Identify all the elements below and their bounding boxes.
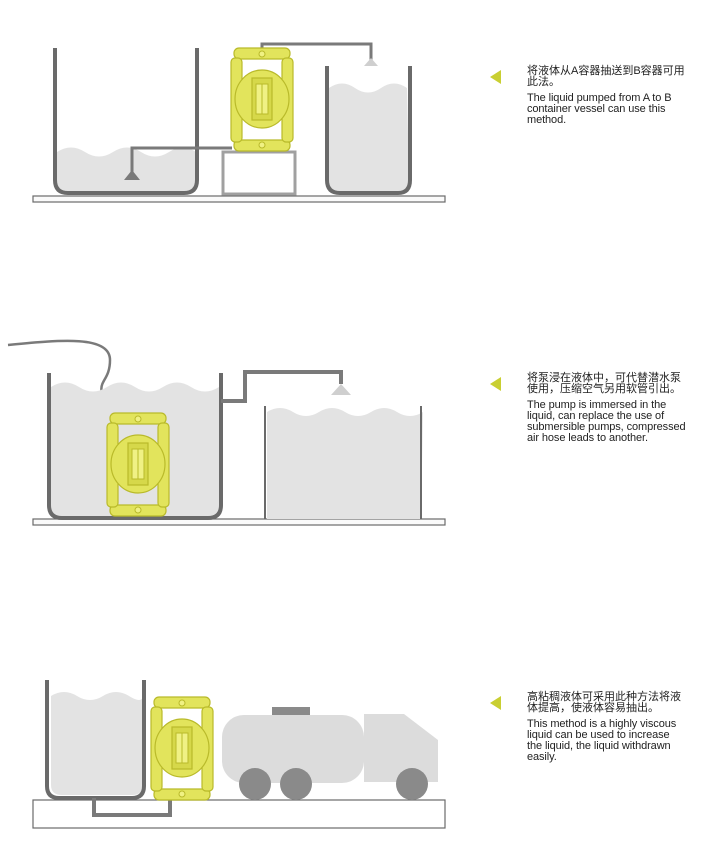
scene-3-diagram bbox=[0, 675, 460, 835]
pump bbox=[150, 696, 214, 801]
pointer-arrow-icon bbox=[490, 70, 501, 84]
vessel-b-liquid bbox=[329, 83, 409, 192]
suction-pipe bbox=[130, 146, 232, 175]
vessel-liquid bbox=[51, 692, 143, 795]
vessel-b bbox=[325, 66, 412, 195]
caption-zh: 将液体从A容器抽送到B容器可用此法。 bbox=[527, 65, 685, 88]
vessel-a-liquid bbox=[54, 147, 196, 192]
caption-zh: 将泵浸在液体中，可代替潜水泵使用，压缩空气另用软管引出。 bbox=[527, 372, 681, 395]
scene-2-diagram bbox=[0, 330, 460, 535]
truck-wheel bbox=[396, 768, 428, 800]
caption-en: The liquid pumped from A to B container … bbox=[527, 92, 672, 126]
pump bbox=[230, 47, 294, 152]
discharge-pipe bbox=[221, 370, 343, 403]
suction-inlet bbox=[124, 170, 140, 180]
truck-wheel bbox=[239, 768, 271, 800]
caption-zh: 高粘稠液体可采用此种方法将液体提高，使液体容易抽出。 bbox=[527, 691, 681, 714]
scene-3-caption: 高粘稠液体可采用此种方法将液体提高，使液体容易抽出。 This method i… bbox=[490, 692, 690, 802]
discharge-nozzle bbox=[364, 58, 378, 66]
truck-cab bbox=[364, 714, 438, 782]
ground-line bbox=[32, 518, 446, 526]
ground-line bbox=[32, 195, 446, 203]
truck-wheel bbox=[280, 768, 312, 800]
pump-stand bbox=[221, 150, 297, 196]
pointer-arrow-icon bbox=[490, 696, 501, 710]
discharge-nozzle bbox=[331, 384, 351, 395]
pointer-arrow-icon bbox=[490, 377, 501, 391]
vessel-a bbox=[47, 373, 223, 520]
scene-2-caption: 将泵浸在液体中，可代替潜水泵使用，压缩空气另用软管引出。 The pump is… bbox=[490, 373, 690, 483]
caption-en: The pump is immersed in the liquid, can … bbox=[527, 399, 686, 444]
vessel-b bbox=[264, 406, 422, 519]
truck-tank bbox=[222, 715, 364, 783]
scene-1-diagram bbox=[0, 30, 460, 210]
vessel-b-liquid bbox=[267, 408, 423, 519]
vessel-a bbox=[53, 48, 199, 195]
truck-hatch bbox=[272, 707, 310, 716]
caption-en: This method is a highly viscous liquid c… bbox=[527, 718, 677, 763]
suction-pipe bbox=[92, 798, 172, 817]
scene-1-caption: 将液体从A容器抽送到B容器可用此法。 The liquid pumped fro… bbox=[490, 66, 690, 146]
